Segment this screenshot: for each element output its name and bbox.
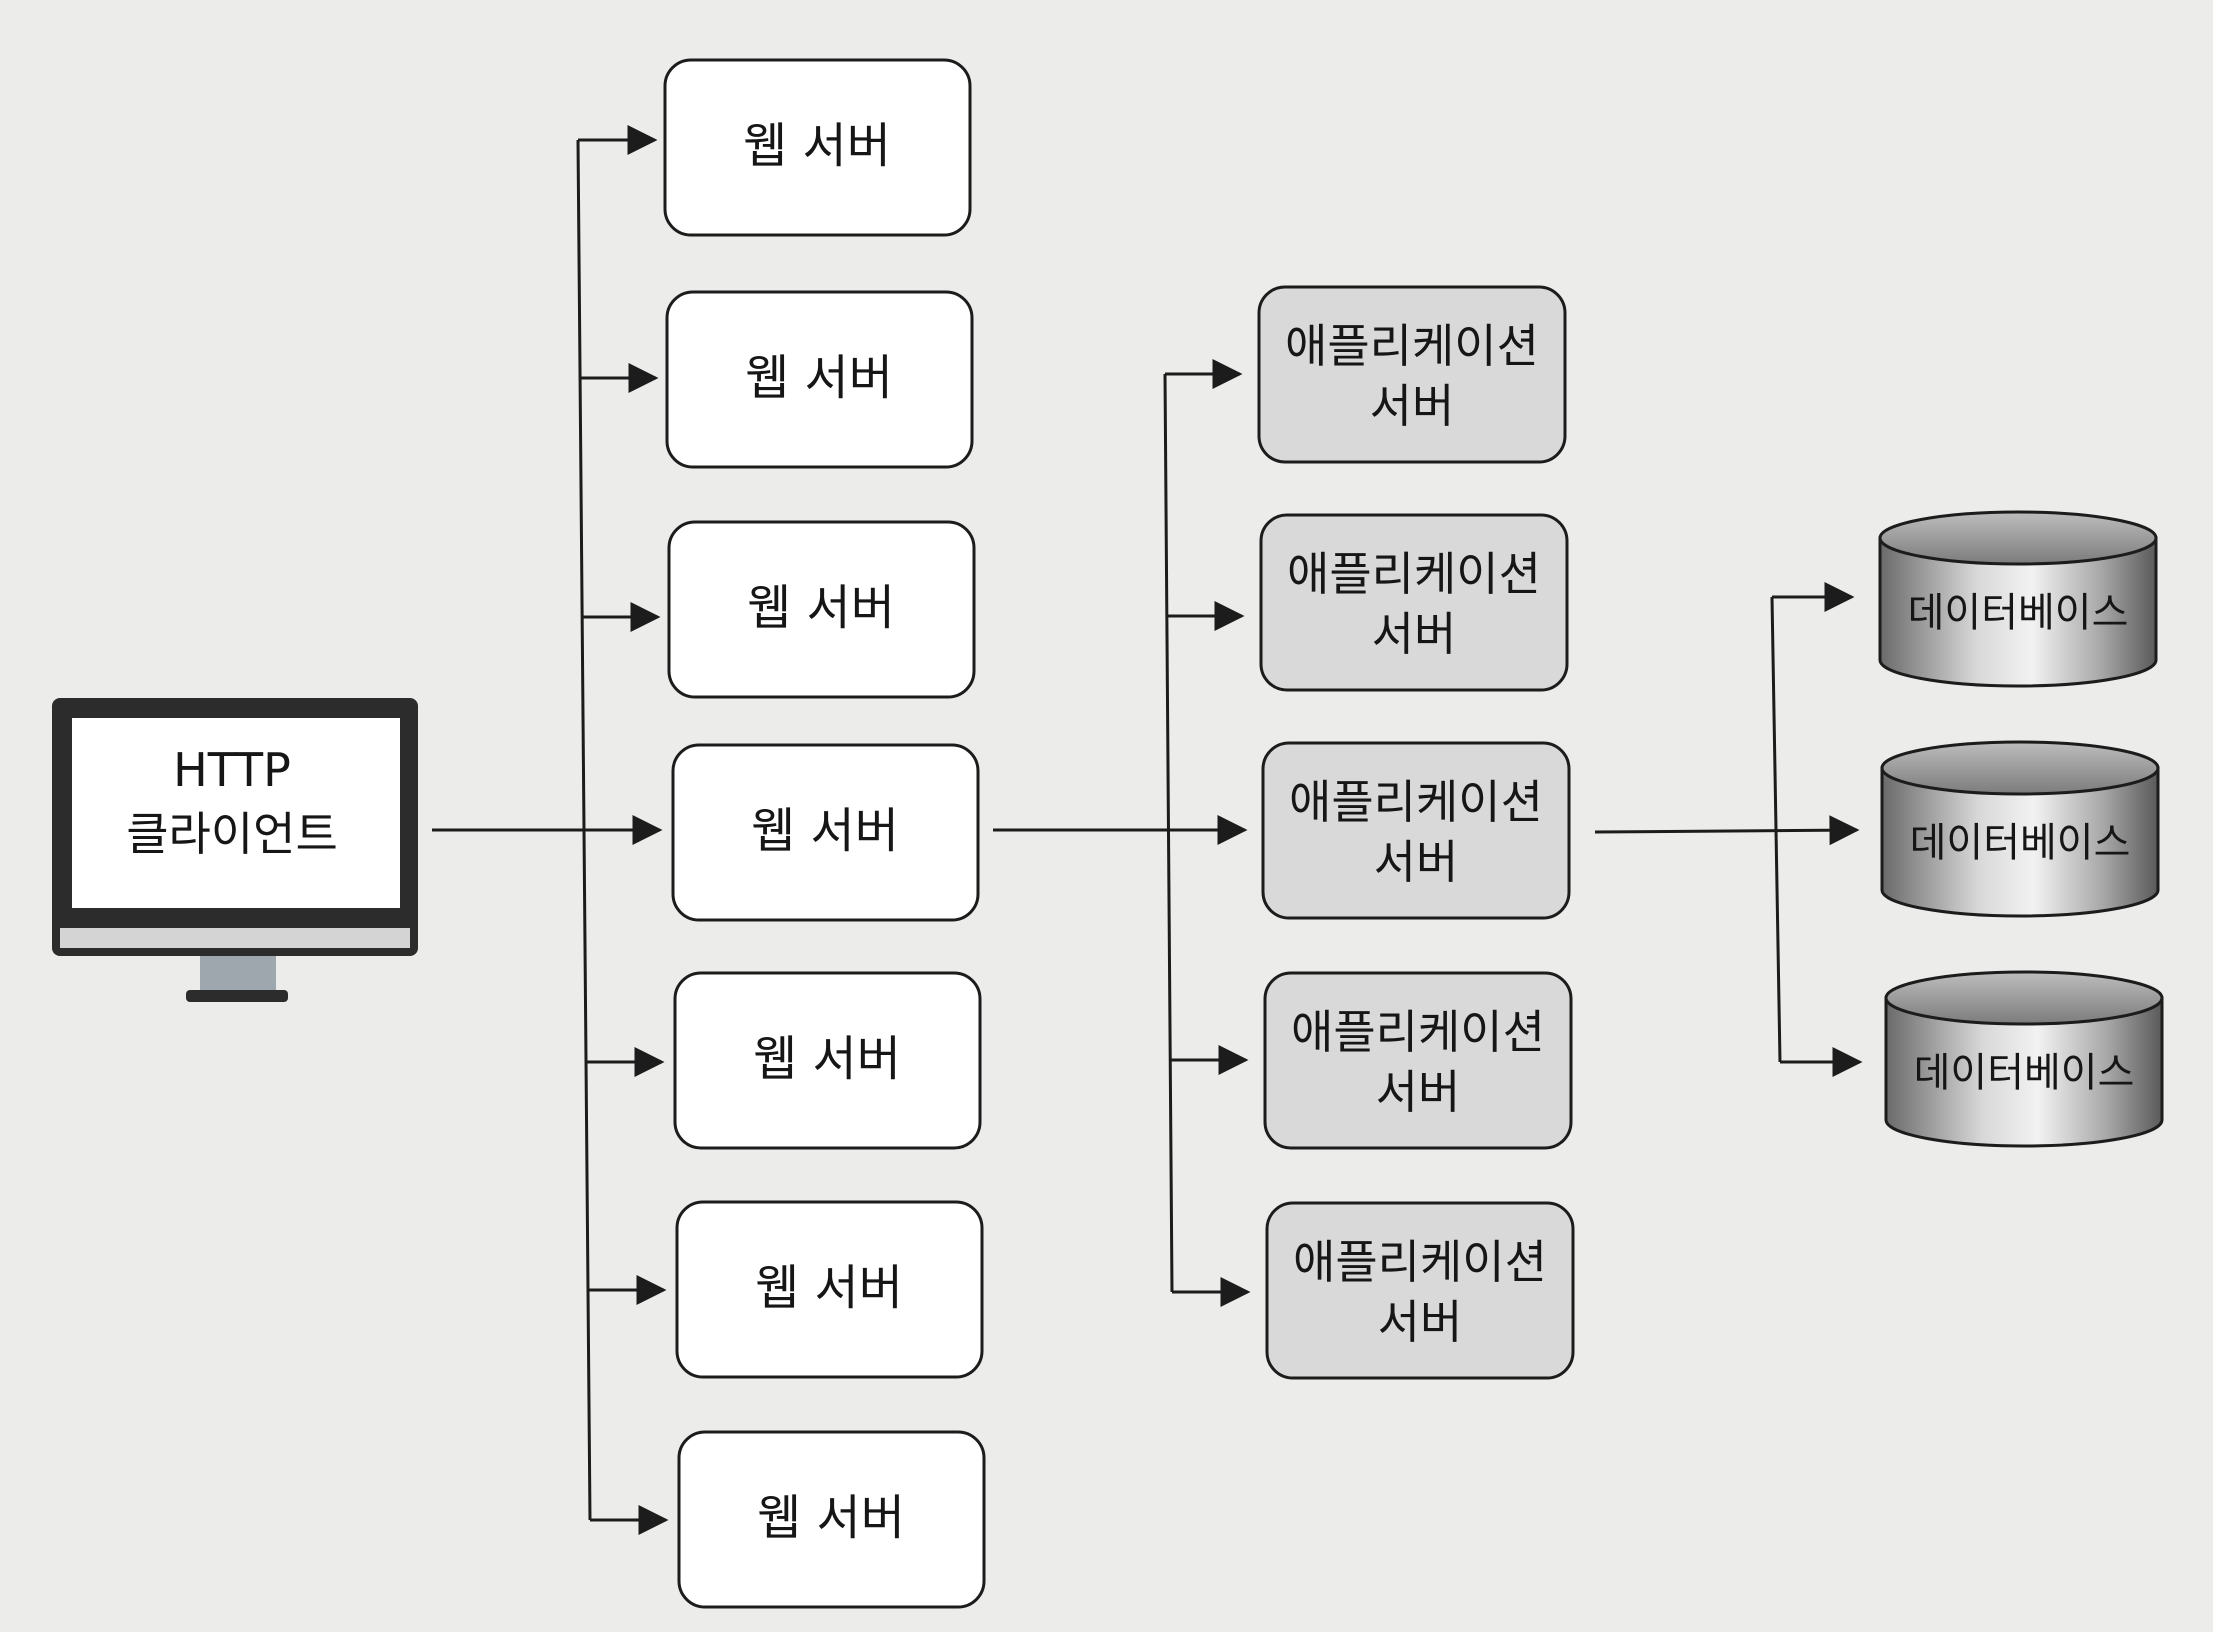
web-server-column: 웹 서버 웹 서버 웹 서버 웹 서버 웹 서버 웹 서버 웹 서버 <box>663 58 986 1609</box>
app-server-label-line2: 서버 <box>1372 607 1457 661</box>
http-client: HTTP 클라이언트 <box>52 698 418 1002</box>
connector-line <box>1594 815 1860 846</box>
app-server-box: 애플리케이션 서버 <box>1263 971 1573 1150</box>
client-label-line1: HTTP <box>173 743 291 797</box>
client-label-line2: 클라이언트 <box>126 807 338 861</box>
database-column: 데이터베이스 데이터베이스 데이터베이스 <box>1878 510 2164 1148</box>
web-server-label: 웹 서버 <box>753 1031 901 1087</box>
web-to-app-connectors <box>993 359 1251 1307</box>
connector-bus <box>1163 373 1174 1293</box>
web-server-label: 웹 서버 <box>757 1490 905 1546</box>
web-server-box: 웹 서버 <box>667 520 976 699</box>
app-server-box: 애플리케이션 서버 <box>1265 1201 1575 1380</box>
database-label: 데이터베이스 <box>1914 1050 2135 1096</box>
web-server-box: 웹 서버 <box>665 290 974 469</box>
app-server-label-line2: 서버 <box>1376 1065 1461 1119</box>
app-server-label-line1: 애플리케이션 <box>1285 319 1539 373</box>
database-cylinder: 데이터베이스 <box>1878 510 2158 688</box>
database-cylinder: 데이터베이스 <box>1884 970 2164 1148</box>
client-to-web-connectors <box>432 125 669 1535</box>
database-label: 데이터베이스 <box>1908 590 2129 636</box>
web-server-label: 웹 서버 <box>751 803 899 859</box>
app-to-db-connectors <box>1594 582 1863 1077</box>
app-server-label-line1: 애플리케이션 <box>1289 775 1543 829</box>
web-server-box: 웹 서버 <box>663 58 972 237</box>
app-server-column: 애플리케이션 서버 애플리케이션 서버 애플리케이션 서버 애플리케이션 서버 … <box>1257 285 1575 1380</box>
app-server-box: 애플리케이션 서버 <box>1257 285 1567 464</box>
database-label: 데이터베이스 <box>1910 820 2131 866</box>
web-server-box: 웹 서버 <box>673 971 982 1150</box>
monitor-chin <box>60 928 410 948</box>
web-server-box: 웹 서버 <box>677 1430 986 1609</box>
connector-bus <box>1770 596 1782 1063</box>
app-server-label-line2: 서버 <box>1370 379 1455 433</box>
web-server-label: 웹 서버 <box>747 580 895 636</box>
web-server-box: 웹 서버 <box>671 743 980 922</box>
monitor-base <box>186 990 288 1002</box>
monitor-neck <box>200 956 276 990</box>
database-cylinder: 데이터베이스 <box>1880 740 2160 918</box>
app-server-box: 애플리케이션 서버 <box>1259 513 1569 692</box>
web-server-label: 웹 서버 <box>745 350 893 406</box>
app-server-label-line2: 서버 <box>1378 1295 1463 1349</box>
web-server-label: 웹 서버 <box>743 118 891 174</box>
app-server-box: 애플리케이션 서버 <box>1261 741 1571 920</box>
app-server-label-line1: 애플리케이션 <box>1293 1235 1547 1289</box>
monitor-screen <box>72 718 400 908</box>
web-server-label: 웹 서버 <box>755 1260 903 1316</box>
app-server-label-line2: 서버 <box>1374 835 1459 889</box>
app-server-label-line1: 애플리케이션 <box>1287 547 1541 601</box>
app-server-label-line1: 애플리케이션 <box>1291 1005 1545 1059</box>
web-server-box: 웹 서버 <box>675 1200 984 1379</box>
